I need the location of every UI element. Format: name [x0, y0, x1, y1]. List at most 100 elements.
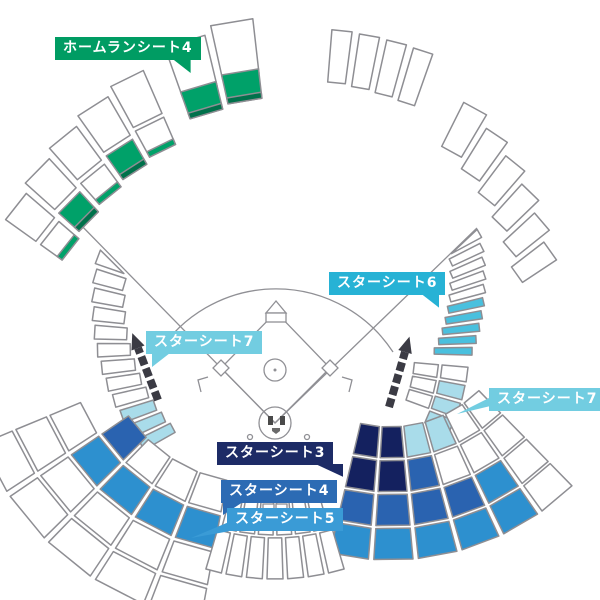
seat — [444, 403, 481, 443]
seat — [439, 364, 469, 383]
seat-homerun-4[interactable] — [56, 234, 80, 261]
seat — [94, 249, 125, 275]
seat-star-4[interactable] — [406, 454, 441, 492]
seat — [245, 535, 266, 580]
baseball-field — [74, 218, 478, 441]
seat-homerun-4[interactable] — [187, 102, 224, 120]
seat — [93, 324, 128, 341]
seat-star-7[interactable] — [435, 380, 466, 401]
seat-star-3[interactable] — [379, 425, 405, 459]
seat — [125, 438, 171, 485]
seat — [91, 306, 127, 325]
seat-star-5[interactable] — [489, 487, 539, 535]
seat — [409, 375, 437, 394]
seat — [92, 268, 127, 292]
label-star-seat-3[interactable]: スターシート3 — [217, 442, 344, 477]
seat-star-4[interactable] — [375, 493, 411, 527]
seat-star-5[interactable] — [474, 459, 519, 504]
seat-star-6[interactable] — [437, 334, 477, 346]
seat-star-7[interactable] — [403, 421, 432, 458]
seat — [318, 528, 345, 574]
label-homerun-seat-4-text: ホームランシート4 — [63, 40, 193, 56]
label-star-seat-7-right[interactable]: スターシート7 — [457, 388, 600, 414]
label-star-seat-3-text: スターシート3 — [225, 445, 326, 461]
seat — [448, 283, 487, 303]
seat — [448, 242, 485, 267]
seat — [225, 533, 249, 578]
label-star-seat-7-right-text: スターシート7 — [497, 391, 598, 407]
seat — [110, 69, 163, 129]
seat — [48, 125, 103, 181]
seat-star-7[interactable] — [424, 414, 457, 453]
stands — [0, 17, 573, 600]
seat — [266, 537, 284, 580]
seat-star-4[interactable] — [101, 415, 147, 461]
label-star-seat-7-left[interactable]: スターシート7 — [146, 331, 263, 367]
seat — [477, 155, 526, 207]
seat-homerun-4[interactable] — [118, 158, 148, 181]
seat — [161, 540, 215, 586]
seat — [40, 456, 95, 513]
seat — [460, 127, 509, 182]
label-star-seat-5[interactable]: スターシート5 — [191, 508, 344, 538]
seat-star-5[interactable] — [452, 507, 500, 551]
seat — [114, 519, 171, 571]
label-star-seat-6[interactable]: スターシート6 — [329, 272, 446, 308]
seat-star-4[interactable] — [410, 487, 449, 526]
seat-star-5[interactable] — [134, 488, 185, 537]
seat — [510, 241, 558, 284]
seat — [503, 438, 549, 485]
seat-star-5[interactable] — [99, 464, 151, 516]
seat — [491, 183, 540, 232]
label-homerun-seat-4[interactable]: ホームランシート4 — [55, 37, 201, 73]
seat-star-3[interactable] — [352, 422, 381, 459]
seat-star-6[interactable] — [441, 322, 481, 336]
seat — [459, 431, 500, 474]
stairs-arrow-icon — [385, 350, 409, 409]
seat — [105, 372, 143, 392]
seat-star-5[interactable] — [373, 527, 414, 561]
seat-star-5[interactable] — [414, 520, 458, 560]
seat — [73, 491, 131, 546]
seat-homerun-4[interactable] — [225, 91, 263, 105]
seat — [301, 533, 325, 578]
stairs-arrowhead-icon — [398, 336, 412, 354]
seat-star-6[interactable] — [446, 296, 486, 314]
seat — [483, 414, 526, 457]
seat — [433, 445, 472, 486]
seat-star-3[interactable] — [377, 459, 408, 493]
seat-star-5[interactable] — [70, 435, 122, 487]
seat — [150, 574, 208, 600]
aisle-stairs-arrows — [131, 333, 412, 409]
seat — [523, 462, 573, 512]
seat — [350, 33, 381, 91]
seat-star-6[interactable] — [433, 346, 473, 356]
seat — [450, 228, 483, 255]
seat — [47, 517, 110, 577]
seat — [284, 535, 305, 580]
label-star-seat-4-text: スターシート4 — [229, 483, 330, 499]
seat-homerun-4[interactable] — [73, 206, 100, 233]
seat — [96, 342, 132, 358]
seat — [405, 388, 434, 410]
seat — [397, 47, 434, 107]
seat-homerun-4[interactable] — [146, 138, 177, 158]
seat — [111, 386, 150, 408]
label-star-seat-4[interactable]: スターシート4 — [221, 480, 338, 515]
seat-star-6[interactable] — [444, 309, 484, 325]
seat — [502, 212, 551, 258]
seat — [4, 192, 56, 243]
label-star-seat-6-text: スターシート6 — [337, 275, 438, 291]
seat — [326, 29, 353, 85]
seat-star-3[interactable] — [344, 455, 378, 493]
seat — [100, 358, 137, 376]
seat — [0, 430, 36, 492]
seat-star-4[interactable] — [443, 476, 486, 518]
label-star-seat-5-text: スターシート5 — [235, 511, 336, 527]
stairs-arrowhead-icon — [131, 333, 145, 351]
seat-homerun-4[interactable] — [94, 181, 122, 206]
seat — [449, 270, 487, 291]
seat — [24, 157, 77, 211]
